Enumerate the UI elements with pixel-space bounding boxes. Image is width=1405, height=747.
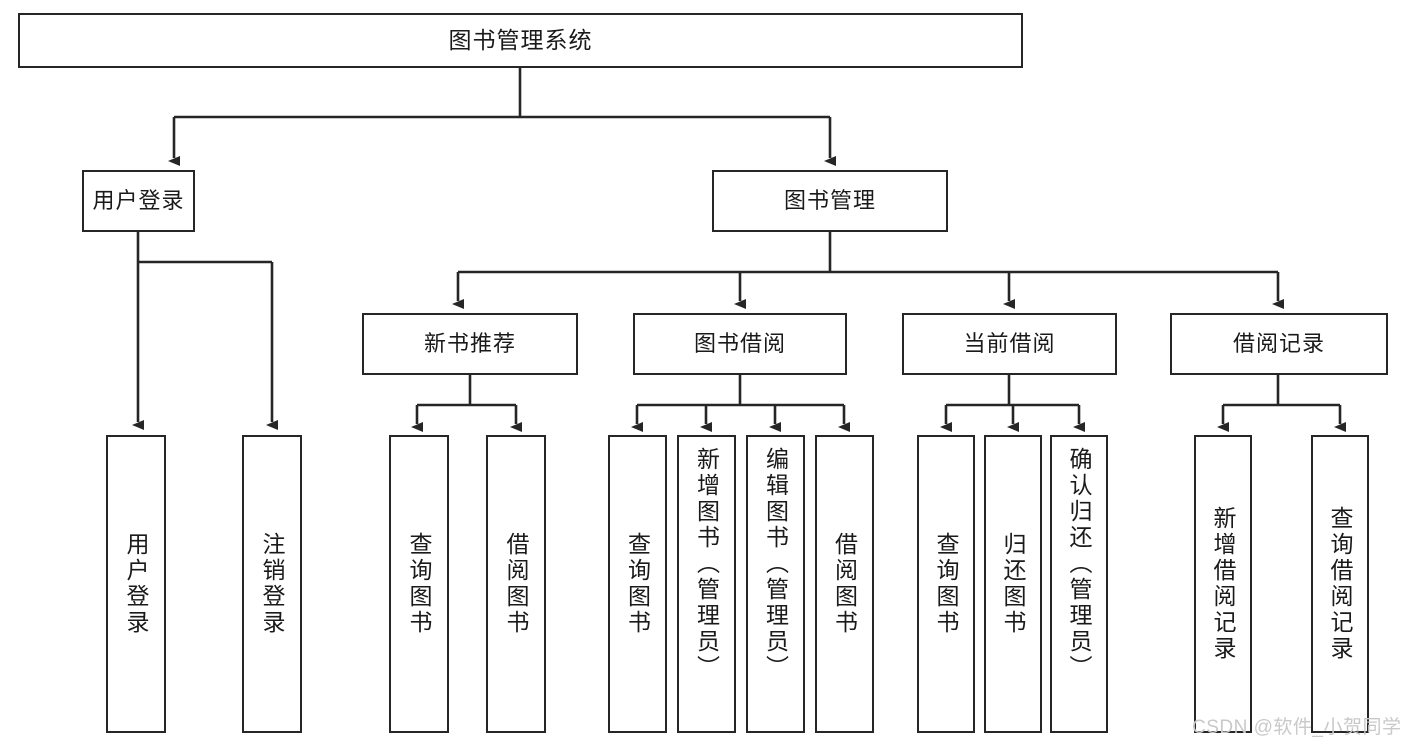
node-label: 借阅图书 — [503, 532, 530, 636]
node-current-borrow[interactable]: 当前借阅 — [902, 313, 1117, 375]
node-label: 当前借阅 — [963, 330, 1056, 356]
watermark: CSDN @软件_小贺同学 — [1192, 717, 1402, 738]
node-label: 新增借阅记录 — [1210, 506, 1237, 662]
node-book-borrow[interactable]: 图书借阅 — [633, 313, 847, 375]
node-root-system[interactable]: 图书管理系统 — [18, 13, 1023, 68]
node-label: 借阅记录 — [1232, 330, 1325, 356]
node-label: 编辑图书（管理员） — [762, 447, 789, 681]
node-borrow-record[interactable]: 借阅记录 — [1170, 313, 1388, 375]
leaf-edit-book-admin[interactable]: 编辑图书（管理员） — [746, 435, 805, 733]
leaf-user-login[interactable]: 用户登录 — [106, 435, 166, 733]
node-label: 借阅图书 — [831, 532, 858, 636]
node-label: 归还图书 — [1000, 532, 1027, 636]
leaf-query-book-recommend[interactable]: 查询图书 — [389, 435, 449, 733]
leaf-borrow-book[interactable]: 借阅图书 — [815, 435, 874, 733]
leaf-query-book-borrow[interactable]: 查询图书 — [608, 435, 667, 733]
node-label: 图书借阅 — [693, 330, 786, 356]
leaf-add-book-admin[interactable]: 新增图书（管理员） — [677, 435, 736, 733]
node-label: 确认归还（管理员） — [1066, 447, 1093, 681]
node-book-management[interactable]: 图书管理 — [712, 170, 948, 232]
node-label: 查询图书 — [933, 532, 960, 636]
node-label: 新书推荐 — [423, 330, 516, 356]
leaf-query-book-current[interactable]: 查询图书 — [917, 435, 975, 733]
leaf-add-borrow-record[interactable]: 新增借阅记录 — [1194, 435, 1252, 733]
leaf-confirm-return-admin[interactable]: 确认归还（管理员） — [1050, 435, 1108, 733]
node-label: 用户登录 — [123, 532, 150, 636]
node-label: 用户登录 — [92, 187, 185, 213]
leaf-logout[interactable]: 注销登录 — [242, 435, 302, 733]
node-label: 新增图书（管理员） — [693, 447, 720, 681]
node-new-book-recommend[interactable]: 新书推荐 — [362, 313, 578, 375]
leaf-borrow-book-recommend[interactable]: 借阅图书 — [486, 435, 546, 733]
leaf-return-book[interactable]: 归还图书 — [984, 435, 1042, 733]
node-label: 查询图书 — [406, 532, 433, 636]
node-label: 图书管理系统 — [448, 26, 593, 53]
node-label: 图书管理 — [783, 187, 876, 213]
node-label: 查询借阅记录 — [1327, 506, 1354, 662]
node-label: 查询图书 — [624, 532, 651, 636]
node-label: 注销登录 — [259, 532, 286, 636]
leaf-query-borrow-record[interactable]: 查询借阅记录 — [1311, 435, 1369, 733]
node-user-login[interactable]: 用户登录 — [82, 170, 195, 232]
